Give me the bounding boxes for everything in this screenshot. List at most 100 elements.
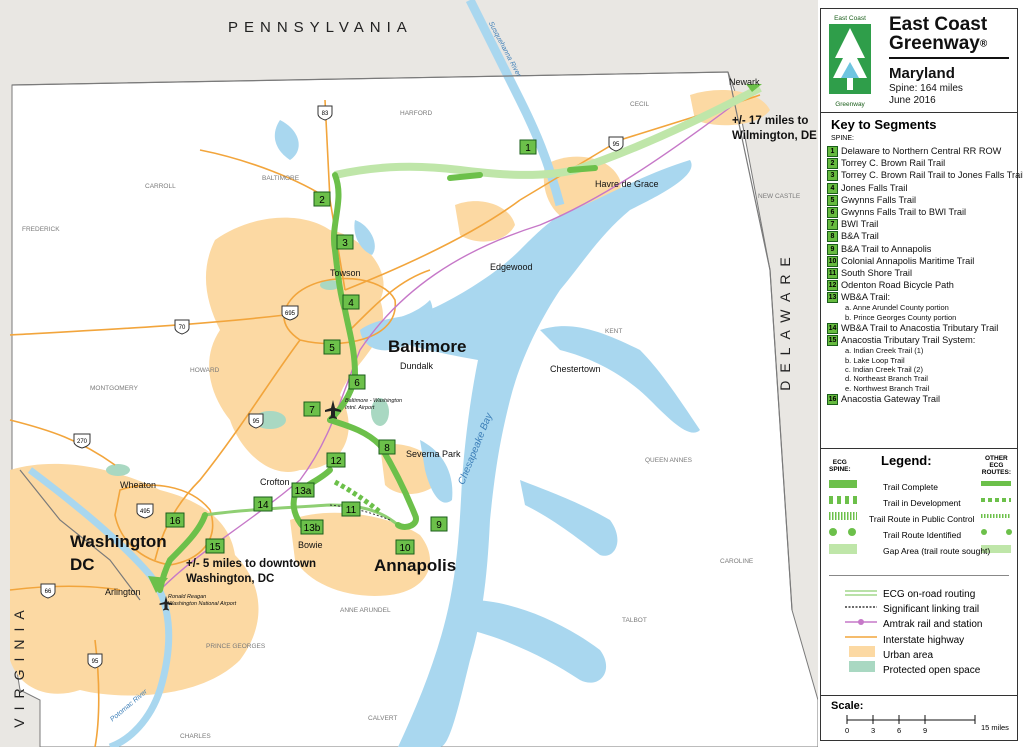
scale-tick-6: 6 — [897, 726, 902, 735]
segment-name: Anacostia Gateway Trail — [841, 393, 941, 404]
maryland-map: 83 95 695 70 95 270 495 66 95 1 2 3 4 5 … — [0, 0, 818, 747]
segment-marker-3[interactable]: 3 — [336, 234, 354, 250]
ecg-logo: East Coast Greenway — [827, 15, 873, 108]
segment-number-badge: 13 — [827, 292, 838, 304]
svg-text:13b: 13b — [304, 523, 321, 534]
county-howard: HOWARD — [190, 367, 220, 374]
county-cecil: CECIL — [630, 101, 650, 108]
city-crofton: Crofton — [260, 477, 290, 487]
ecg-spine-header-1: ECG — [832, 459, 847, 466]
segment-marker-12[interactable]: 12 — [326, 452, 346, 468]
segment-marker-15[interactable]: 15 — [205, 538, 225, 554]
segment-subitem: a. Anne Arundel County portion — [845, 303, 949, 313]
tree-logo-icon — [829, 24, 871, 94]
svg-text:66: 66 — [45, 589, 52, 595]
bay-tributary-east — [540, 326, 700, 433]
legend-panel: East Coast Greenway East Coast Greenway®… — [820, 8, 1023, 741]
segment-number-badge: 8 — [827, 231, 838, 243]
ecg-spine-header-2: SPINE: — [829, 466, 851, 473]
segment-marker-1[interactable]: 1 — [519, 139, 537, 155]
svg-text:270: 270 — [77, 439, 88, 445]
swatch-protected — [849, 661, 875, 672]
segment-marker-5[interactable]: 5 — [323, 339, 341, 355]
segment-name: Torrey C. Brown Rail Trail — [841, 158, 946, 169]
reservoir — [274, 120, 299, 160]
airport-labels: Baltimore - Washington Intnl. Airport Ro… — [168, 398, 402, 607]
state-label-virginia: VIRGINIA — [11, 602, 27, 727]
state-label-pennsylvania: PENNSYLVANIA — [228, 19, 413, 36]
segment-marker-11[interactable]: 11 — [341, 501, 361, 517]
segment-marker-4[interactable]: 4 — [342, 294, 360, 310]
city-bowie: Bowie — [298, 540, 323, 550]
segment-marker-16[interactable]: 16 — [165, 512, 185, 528]
legend-title: Legend: — [881, 453, 932, 468]
callout-wilmington-1: +/- 17 miles to — [732, 115, 808, 127]
svg-text:13a: 13a — [295, 486, 312, 497]
segment-markers[interactable]: 1 2 3 4 5 6 7 8 9 10 11 12 13a 13b 14 15… — [165, 139, 537, 555]
scale-tick-9: 9 — [923, 726, 928, 735]
title-east-coast: East Coast — [889, 14, 988, 35]
interstate-shields: 83 95 695 70 95 270 495 66 95 — [40, 105, 624, 669]
dca-label-2: Washington National Airport — [168, 601, 237, 607]
county-charles: CHARLES — [180, 733, 211, 740]
svg-text:7: 7 — [309, 405, 315, 416]
key-title: Key to Segments — [831, 117, 937, 132]
segment-name: Gwynns Falls Trail — [841, 194, 917, 205]
segment-name: BWI Trail — [841, 219, 879, 230]
segment-subitem: a. Indian Creek Trail (1) — [845, 346, 924, 356]
segment-number-badge: 12 — [827, 280, 838, 292]
legend-trail-development: Trail in Development — [883, 498, 961, 508]
city-washington: Washington — [70, 532, 167, 551]
segment-marker-13a[interactable]: 13a — [291, 482, 315, 498]
svg-text:5: 5 — [329, 343, 335, 354]
amtrak-line — [159, 99, 741, 591]
legend-trail-complete: Trail Complete — [883, 482, 938, 492]
segment-name: Jones Falls Trail — [841, 182, 908, 193]
bwi-label-2: Intnl. Airport — [345, 405, 375, 411]
scale-bar — [846, 715, 976, 724]
swatch-identified-spine-b — [848, 528, 856, 536]
swatch-complete-spine — [829, 480, 857, 488]
chesapeake-bay — [360, 160, 692, 747]
segment-marker-9[interactable]: 9 — [430, 516, 448, 532]
patapsco-river — [360, 300, 433, 351]
legend-line-swatches — [845, 590, 877, 672]
svg-text:83: 83 — [322, 111, 329, 117]
segment-marker-14[interactable]: 14 — [253, 496, 273, 512]
segment-marker-13b[interactable]: 13b — [300, 519, 324, 535]
segment-name: Gwynns Falls Trail to BWI Trail — [841, 206, 967, 217]
legend-trail-public-control: Trail Route in Public Control — [869, 514, 975, 524]
segment-marker-7[interactable]: 7 — [303, 401, 321, 417]
segment-subitem: c. Indian Creek Trail (2) — [845, 365, 923, 374]
segment-marker-6[interactable]: 6 — [348, 374, 366, 390]
spine-length: Spine: 164 miles — [889, 83, 963, 94]
svg-text:4: 4 — [348, 298, 354, 309]
scale-tick-3: 3 — [871, 726, 876, 735]
segment-marker-2[interactable]: 2 — [313, 191, 331, 207]
segment-marker-8[interactable]: 8 — [378, 439, 396, 455]
svg-text:2: 2 — [319, 195, 325, 206]
county-queen-annes: QUEEN ANNES — [645, 457, 693, 464]
legend-amtrak: Amtrak rail and station — [883, 619, 983, 631]
segment-marker-10[interactable]: 10 — [395, 539, 415, 555]
swatch-amtrak-station — [858, 619, 864, 625]
legend-line-labels: ECG on-road routing Significant linking … — [883, 587, 983, 678]
susquehanna-river — [465, 0, 565, 207]
